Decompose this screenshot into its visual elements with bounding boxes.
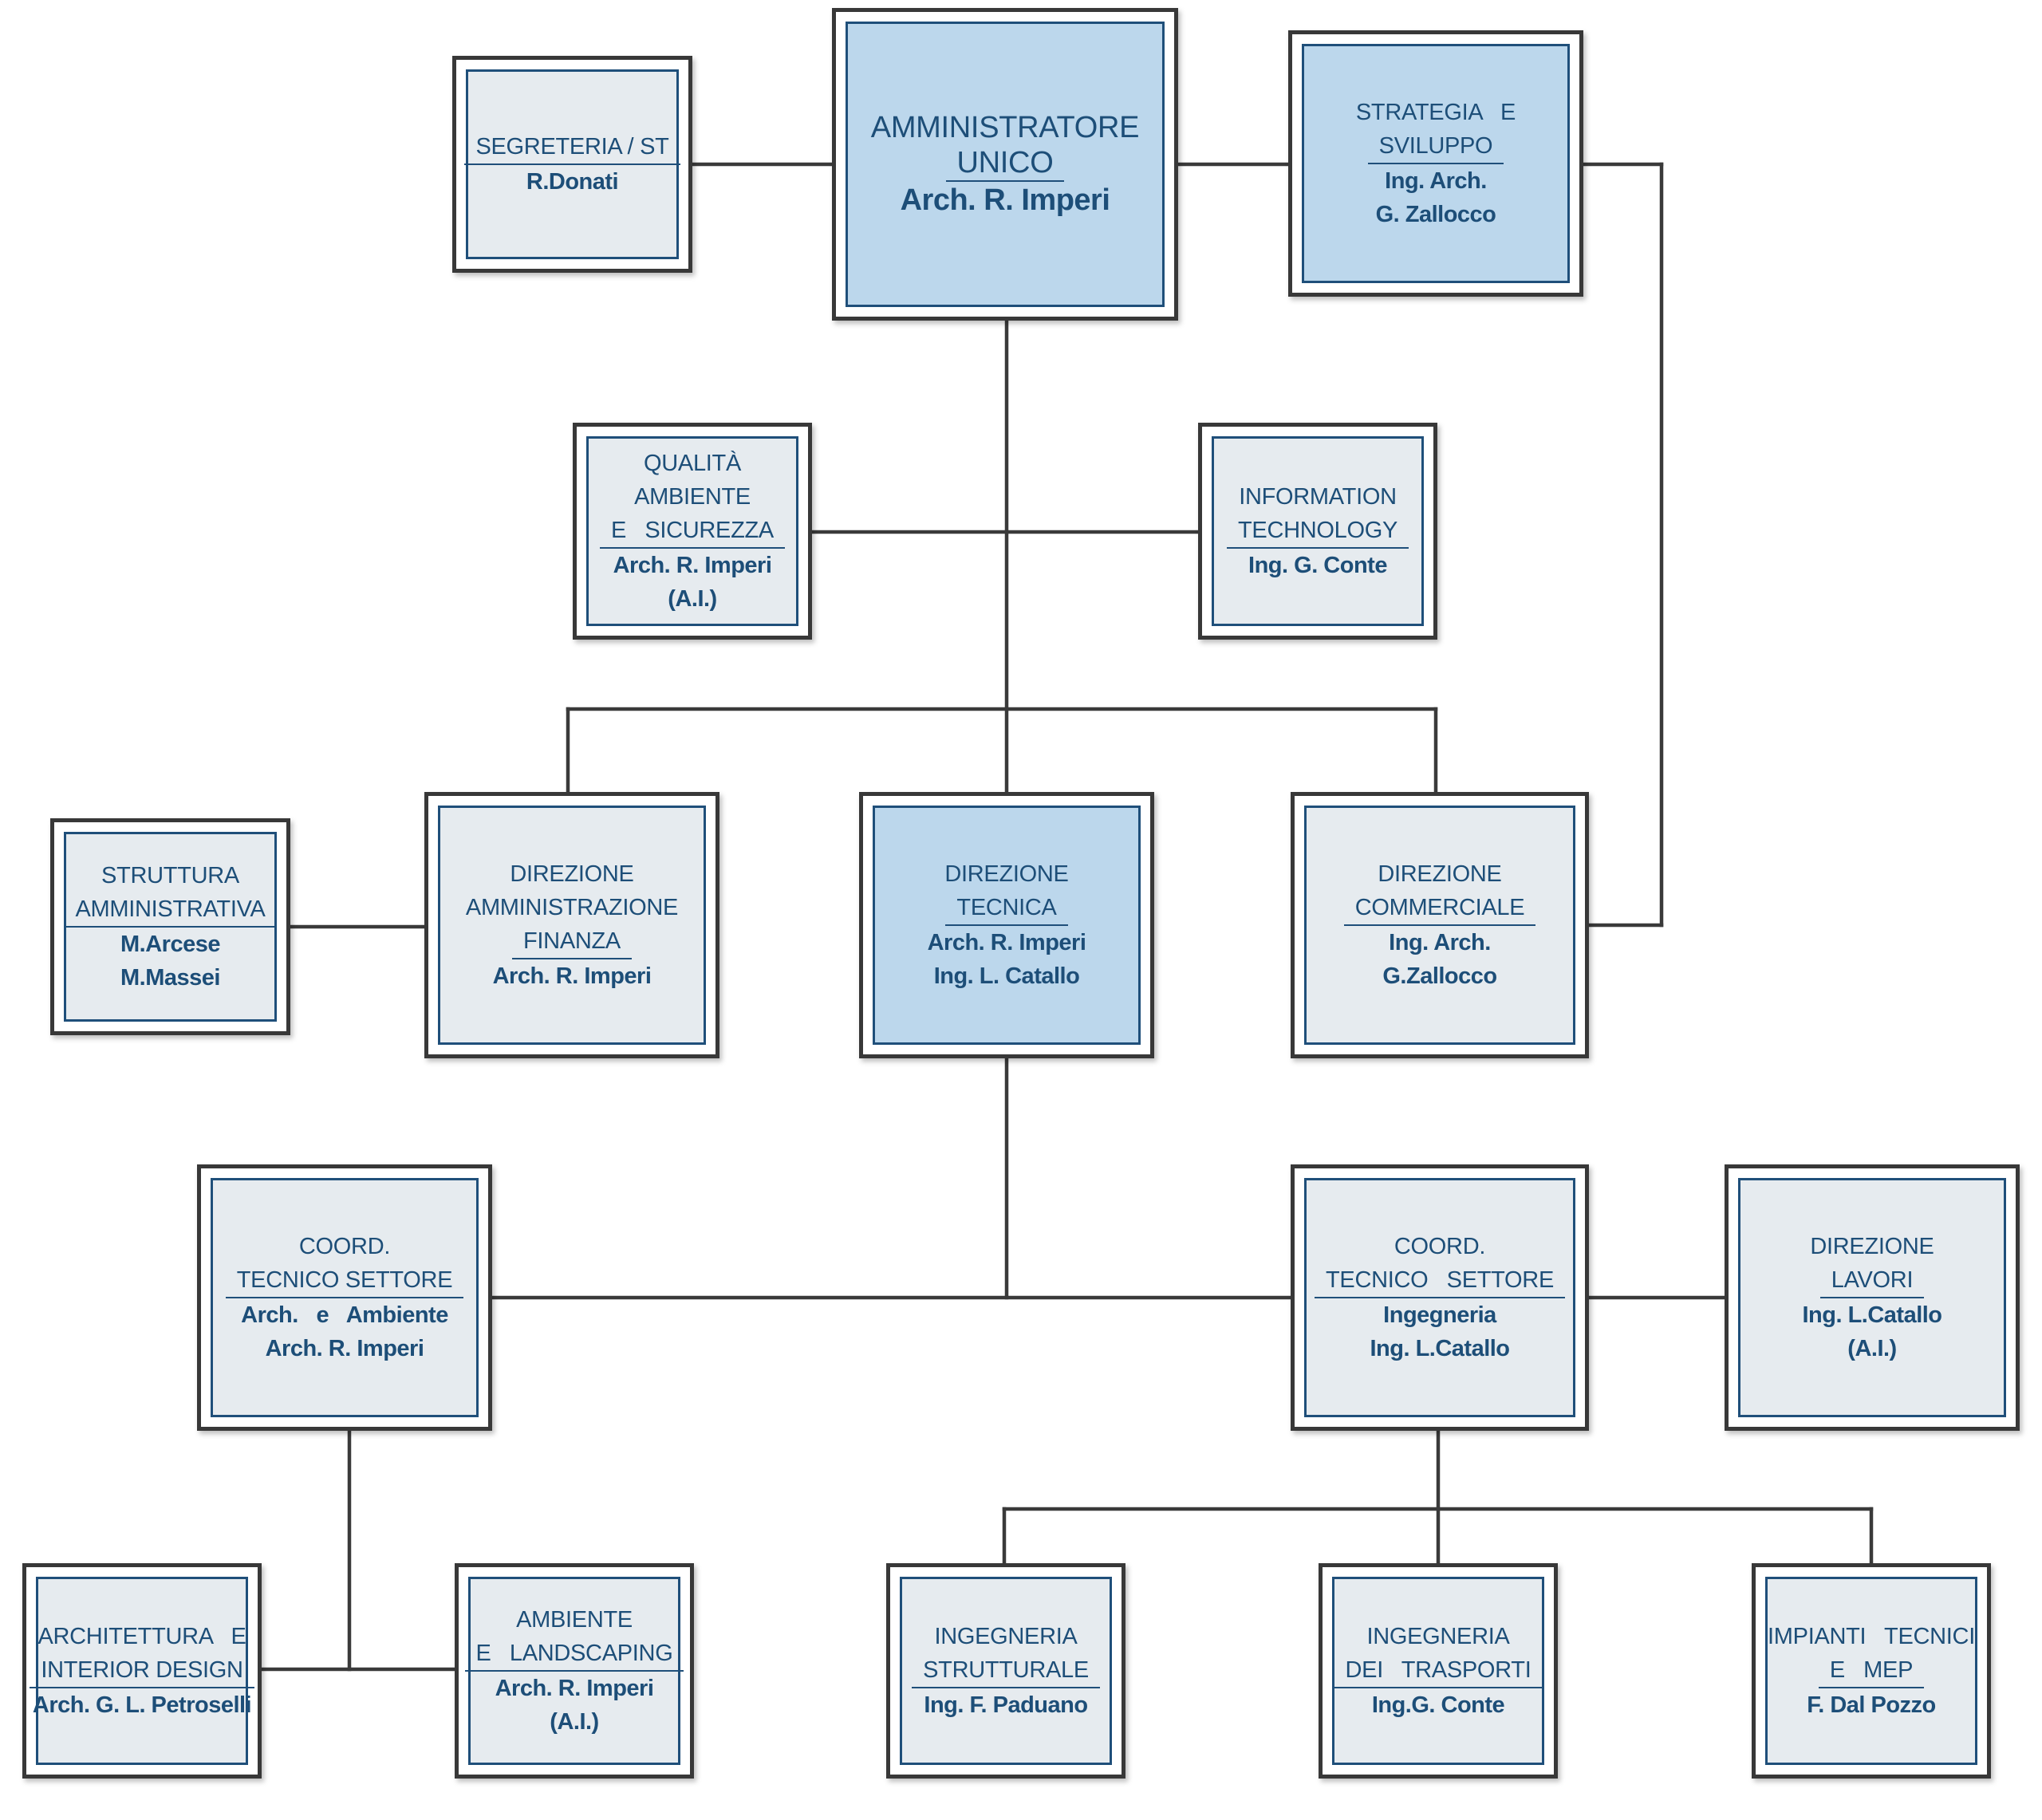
node-person-line: Arch. R. Imperi [613,553,772,578]
node-title-line: AMMINISTRATORE [870,111,1140,144]
node-direzione-lavori: DIREZIONE LAVORI Ing. L.Catallo (A.I.) [1725,1164,2020,1431]
node-title-line: COORD. [1394,1234,1486,1259]
node-title-line: TECHNOLOGY [1226,514,1409,549]
node-title-line: AMMINISTRAZIONE [465,895,679,920]
node-body: AMBIENTE E LANDSCAPING Arch. R. Imperi (A.I… [464,1577,684,1765]
node-body: INFORMATION TECHNOLOGY Ing. G. Conte [1212,436,1424,626]
node-person-line: (A.I.) [668,586,717,612]
node-person-line: M.Arcese [120,932,220,957]
node-person-line: Arch. R. Imperi [495,1676,654,1701]
node-person-line: Ing. L.Catallo [1370,1336,1510,1361]
node-title-line: AMBIENTE [516,1607,633,1633]
node-body: QUALITÀ AMBIENTE E SICUREZZA Arch. R. Imper… [586,436,798,626]
node-ambiente-landscaping: AMBIENTE E LANDSCAPING Arch. R. Imperi (A.I… [455,1563,694,1779]
node-person-line: F. Dal Pozzo [1807,1692,1936,1718]
node-title-line: E MEP [1818,1653,1925,1688]
node-title-line: TECNICA [945,891,1068,926]
node-title-line: ARCHITETTURA E [37,1624,246,1649]
node-architettura-interior: ARCHITETTURA E INTERIOR DESIGN Arch. G. L.… [22,1563,262,1779]
node-person-line: Ing. L.Catallo [1802,1302,1942,1328]
node-person-line: Ingegneria [1383,1302,1496,1328]
node-title-line: LAVORI [1819,1263,1925,1298]
node-title-line: INTERIOR DESIGN [30,1653,254,1688]
node-title-line: E SICUREZZA [600,514,785,549]
node-person-line: G. Zallocco [1375,202,1496,227]
node-title-line: COORD. [298,1234,391,1259]
node-title-line: STRATEGIA E [1355,100,1516,125]
node-body: DIREZIONE LAVORI Ing. L.Catallo (A.I.) [1738,1178,2006,1417]
node-title-line: UNICO [945,145,1065,182]
node-title-line: STRUTTURA [101,863,239,888]
node-body: STRATEGIA E SVILUPPO Ing. Arch. G. Zallocco [1302,44,1570,283]
node-ingegneria-strutturale: INGEGNERIA STRUTTURALE Ing. F. Paduano [886,1563,1125,1779]
node-title-line: E LANDSCAPING [464,1637,684,1672]
node-information-technology: INFORMATION TECHNOLOGY Ing. G. Conte [1198,423,1437,640]
node-person-line: (A.I.) [550,1709,599,1735]
node-title-line: TECNICO SETTORE [225,1263,464,1298]
node-person-line: Arch. R. Imperi [900,183,1110,217]
node-body: ARCHITETTURA E INTERIOR DESIGN Arch. G. L.… [30,1577,254,1765]
node-ingegneria-trasporti: INGEGNERIA DEI TRASPORTI Ing.G. Conte [1319,1563,1558,1779]
node-person-line: Arch. G. L. Petroselli [32,1692,252,1718]
node-person-line: (A.I.) [1847,1336,1897,1361]
node-person-line: Ing. Arch. [1385,168,1487,194]
node-title-line: STRUTTURALE [912,1653,1100,1688]
node-person-line: Ing. F. Paduano [924,1692,1088,1718]
node-title-line: IMPIANTI TECNICI [1768,1624,1975,1649]
node-body: INGEGNERIA STRUTTURALE Ing. F. Paduano [900,1577,1112,1765]
node-title-line: INGEGNERIA [934,1624,1078,1649]
node-person-line: G.Zallocco [1382,963,1497,989]
node-title-line: COMMERCIALE [1343,891,1536,926]
node-qualita-ambiente: QUALITÀ AMBIENTE E SICUREZZA Arch. R. Imper… [573,423,812,640]
node-title-line: SEGRETERIA / ST [464,130,680,165]
node-direzione-commerciale: DIREZIONE COMMERCIALE Ing. Arch. G.Zallocco [1291,792,1589,1058]
node-person-line: Ing. G. Conte [1248,553,1387,578]
node-title-line: QUALITÀ [644,451,741,476]
node-segreteria: SEGRETERIA / ST R.Donati [452,56,692,273]
node-person-line: Arch. e Ambiente [241,1302,448,1328]
node-strategia-sviluppo: STRATEGIA E SVILUPPO Ing. Arch. G. Zallocco [1288,30,1583,297]
node-title-line: SVILUPPO [1367,129,1504,164]
node-title-line: FINANZA [512,924,632,959]
node-person-line: Ing. L. Catallo [933,963,1080,989]
node-body: DIREZIONE COMMERCIALE Ing. Arch. G.Zallocco [1304,806,1575,1045]
node-person-line: Arch. R. Imperi [492,963,652,989]
node-person-line: R.Donati [526,169,619,195]
node-title-line: INFORMATION [1239,484,1397,510]
node-title-line: DIREZIONE [510,861,634,887]
node-body: INGEGNERIA DEI TRASPORTI Ing.G. Conte [1332,1577,1544,1765]
node-body: DIREZIONE AMMINISTRAZIONE FINANZA Arch. R. … [438,806,706,1045]
node-title-line: TECNICO SETTORE [1314,1263,1565,1298]
node-body: IMPIANTI TECNICI E MEP F. Dal Pozzo [1765,1577,1977,1765]
node-title-line: DIREZIONE [1810,1234,1934,1259]
node-title-line: DIREZIONE [944,861,1069,887]
node-person-line: M.Massei [120,965,220,991]
node-title-line: AMBIENTE [634,484,751,510]
node-title-line: DEI TRASPORTI [1334,1653,1543,1688]
node-person-line: Ing.G. Conte [1371,1692,1505,1718]
node-title-line: INGEGNERIA [1366,1624,1510,1649]
node-body: SEGRETERIA / ST R.Donati [464,69,680,259]
node-title-line: DIREZIONE [1378,861,1502,887]
node-person-line: Arch. R. Imperi [265,1336,424,1361]
node-title-line: AMMINISTRATIVA [64,892,277,928]
node-person-line: Ing. Arch. [1389,930,1491,955]
node-direzione-amministrazione: DIREZIONE AMMINISTRAZIONE FINANZA Arch. R. … [424,792,719,1058]
node-person-line: Arch. R. Imperi [927,930,1086,955]
node-impianti-tecnici: IMPIANTI TECNICI E MEP F. Dal Pozzo [1752,1563,1991,1779]
